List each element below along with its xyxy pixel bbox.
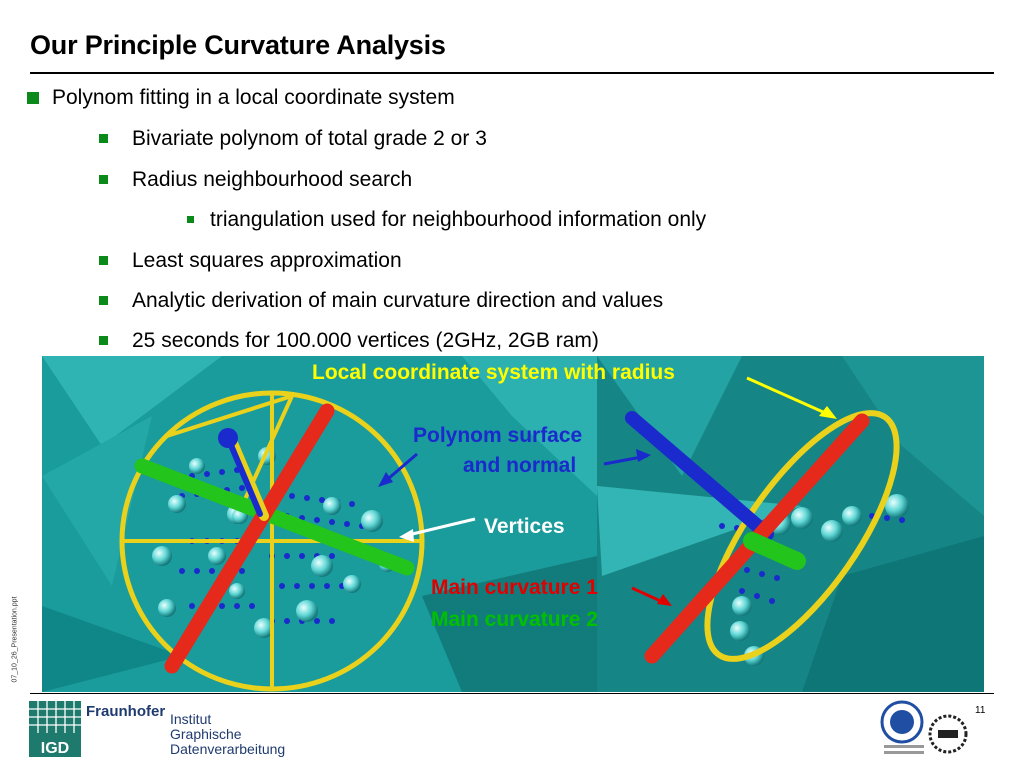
local-coord-arrow <box>746 376 833 418</box>
certification-seal-icon <box>880 700 968 754</box>
bullet-text: Least squares approximation <box>132 249 402 272</box>
normal-arrowhead-icon <box>636 449 651 462</box>
local-coord-label: Local coordinate system with radius <box>312 361 675 384</box>
bullet-text: 25 seconds for 100.000 vertices (2GHz, 2… <box>132 329 599 352</box>
bullet-item: Analytic derivation of main curvature di… <box>99 289 664 313</box>
bullet-item: triangulation used for neighbourhood inf… <box>187 208 707 232</box>
main-curvature-2-label: Main curvature 2 <box>431 608 598 631</box>
terrain-facet <box>597 356 742 476</box>
polynom-surface-arrowhead-icon <box>378 472 393 487</box>
bullet-text: Polynom fitting in a local coordinate sy… <box>52 86 455 109</box>
and-normal-label: and normal <box>463 454 577 477</box>
vertices-label: Vertices <box>484 515 565 538</box>
bullet-square-icon <box>99 175 108 184</box>
right-main-curvature-2-axis <box>743 532 806 570</box>
institute-line: Graphische <box>170 726 242 742</box>
curvature-rendering-figure: Local coordinate system with radius Poly… <box>42 356 984 692</box>
polynom-surface-label: Polynom surface <box>413 424 583 447</box>
bullet-text: Bivariate polynom of total grade 2 or 3 <box>132 127 487 150</box>
terrain-facet <box>842 356 984 516</box>
bullet-text: triangulation used for neighbourhood inf… <box>210 208 707 231</box>
page-number: 11 <box>975 705 986 716</box>
bullet-square-icon <box>99 296 108 305</box>
bullet-item: Radius neighbourhood search <box>99 168 413 192</box>
annotation-arrows <box>378 376 837 606</box>
file-name-label: 07_10_26_Presentation.ppt <box>11 596 19 683</box>
left-main-curvature-2-axis <box>134 458 415 576</box>
bullet-square-icon <box>27 92 39 104</box>
local-coord-arrowhead-icon <box>819 406 837 419</box>
institute-line: Datenverarbeitung <box>170 741 286 757</box>
igd-logo-text: IGD <box>41 740 69 757</box>
curvature-1-arrowhead-icon <box>657 594 672 606</box>
bullet-item: Least squares approximation <box>99 249 402 273</box>
bullet-item: Bivariate polynom of total grade 2 or 3 <box>99 127 487 151</box>
bullet-square-icon <box>99 336 108 345</box>
bullet-item: Polynom fitting in a local coordinate sy… <box>27 86 455 110</box>
terrain-facet <box>42 356 222 446</box>
terrain-facet <box>42 606 182 692</box>
main-curvature-1-label: Main curvature 1 <box>431 576 598 599</box>
left-normal-axis <box>225 435 263 517</box>
vertices-arrow <box>403 517 476 538</box>
terrain-facet <box>42 416 152 586</box>
right-normal-axis <box>625 411 774 541</box>
igd-logo-icon: IGD <box>29 701 81 757</box>
right-neighbourhood-radius-ring <box>704 410 900 662</box>
footer-divider <box>30 693 994 694</box>
bullet-square-icon <box>99 134 108 143</box>
fraunhofer-wordmark: Fraunhofer <box>86 703 166 720</box>
left-main-curvature-1-axis <box>164 403 335 674</box>
slide-title: Our Principle Curvature Analysis <box>30 30 446 60</box>
curvature-render-svg <box>42 356 984 692</box>
bullet-text: Analytic derivation of main curvature di… <box>132 289 664 312</box>
terrain-facet <box>422 556 597 692</box>
title-divider <box>30 72 994 74</box>
vertices-arrowhead-icon <box>399 529 414 542</box>
terrain-facet <box>462 356 597 496</box>
bullet-text: Radius neighbourhood search <box>132 168 413 191</box>
bullet-square-icon <box>99 256 108 265</box>
bullet-square-icon <box>187 216 194 223</box>
institute-line: Institut <box>170 711 212 727</box>
bullet-item: 25 seconds for 100.000 vertices (2GHz, 2… <box>99 329 599 353</box>
left-normal-cap <box>218 428 238 448</box>
terrain-facet <box>802 536 984 692</box>
